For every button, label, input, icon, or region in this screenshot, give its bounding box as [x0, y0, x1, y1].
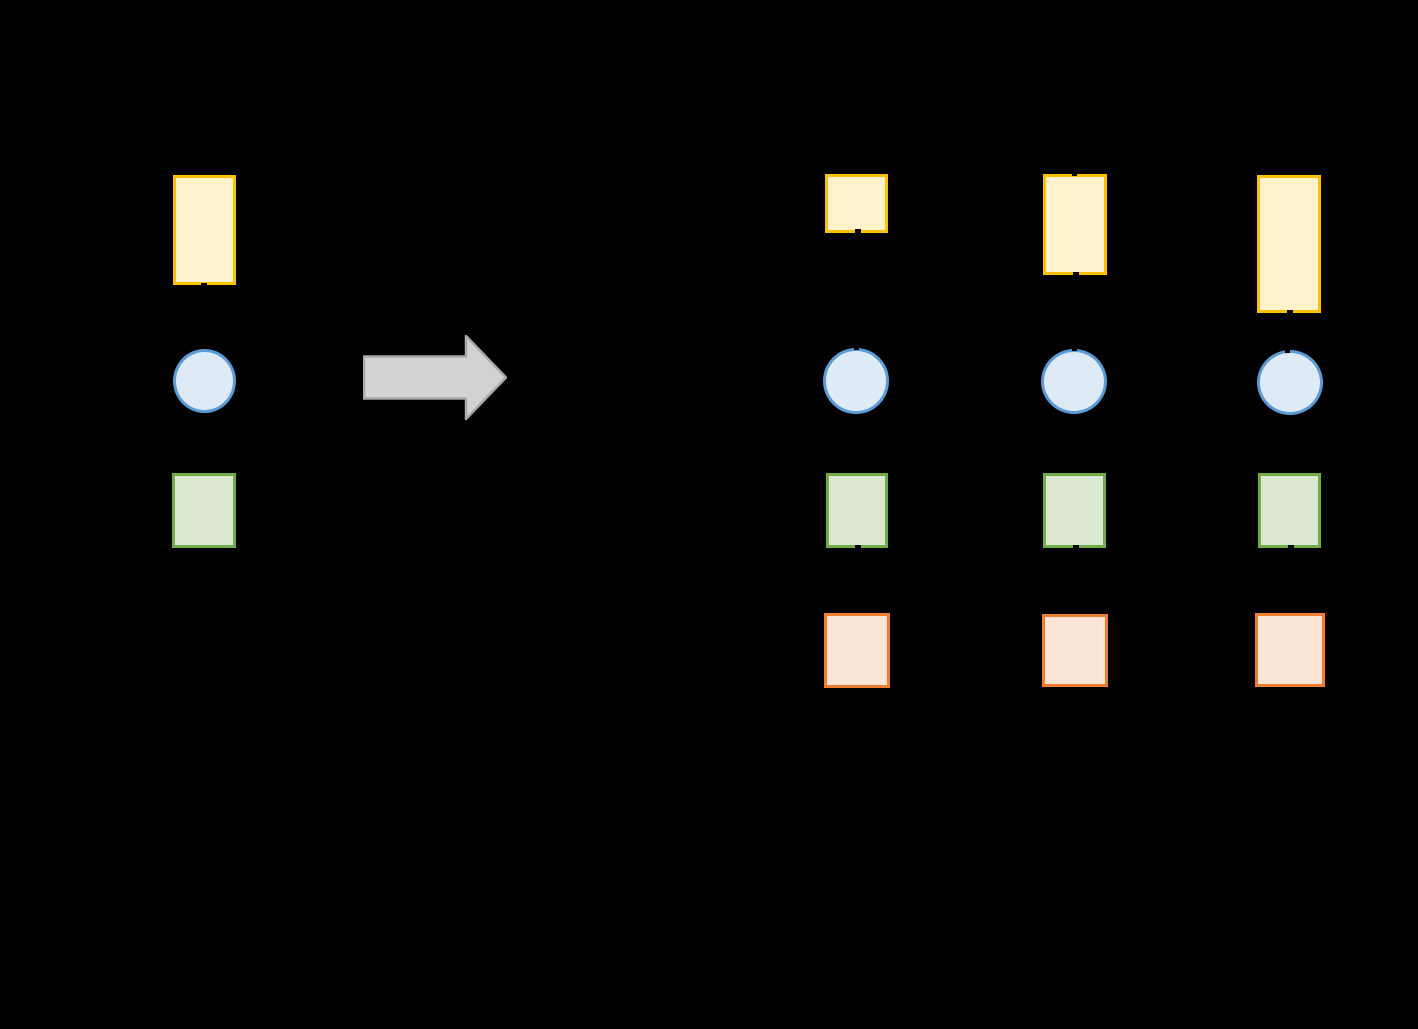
col2-yellow-rectangle: [1043, 174, 1107, 275]
text-fragment-10: [1073, 545, 1079, 548]
col1-green-rectangle: [826, 473, 888, 548]
col3-blue-circle: [1257, 350, 1323, 415]
col2-green-rectangle: [1043, 473, 1106, 548]
text-fragment-7: [1072, 348, 1077, 351]
source-green-rectangle: [172, 473, 236, 548]
text-fragment-8: [1285, 350, 1290, 353]
source-yellow-rectangle: [173, 175, 236, 285]
col3-yellow-rectangle: [1257, 175, 1321, 313]
col1-orange-square: [824, 613, 890, 688]
text-fragment-5: [1287, 310, 1293, 314]
text-fragment-6: [854, 347, 859, 350]
col3-green-rectangle: [1258, 473, 1321, 548]
source-blue-circle: [173, 349, 236, 413]
col2-blue-circle: [1041, 349, 1107, 414]
text-fragment-1: [201, 283, 207, 287]
col1-yellow-rectangle: [825, 174, 888, 233]
text-fragment-9: [855, 545, 861, 548]
col1-blue-circle: [823, 348, 889, 414]
col3-orange-square: [1255, 613, 1325, 687]
text-fragment-3: [1072, 173, 1077, 176]
text-fragment-11: [1288, 545, 1294, 548]
text-fragment-4: [1073, 272, 1079, 276]
col2-orange-square: [1042, 614, 1108, 687]
text-fragment-2: [855, 229, 861, 233]
transform-right-arrow-icon: [363, 335, 507, 420]
